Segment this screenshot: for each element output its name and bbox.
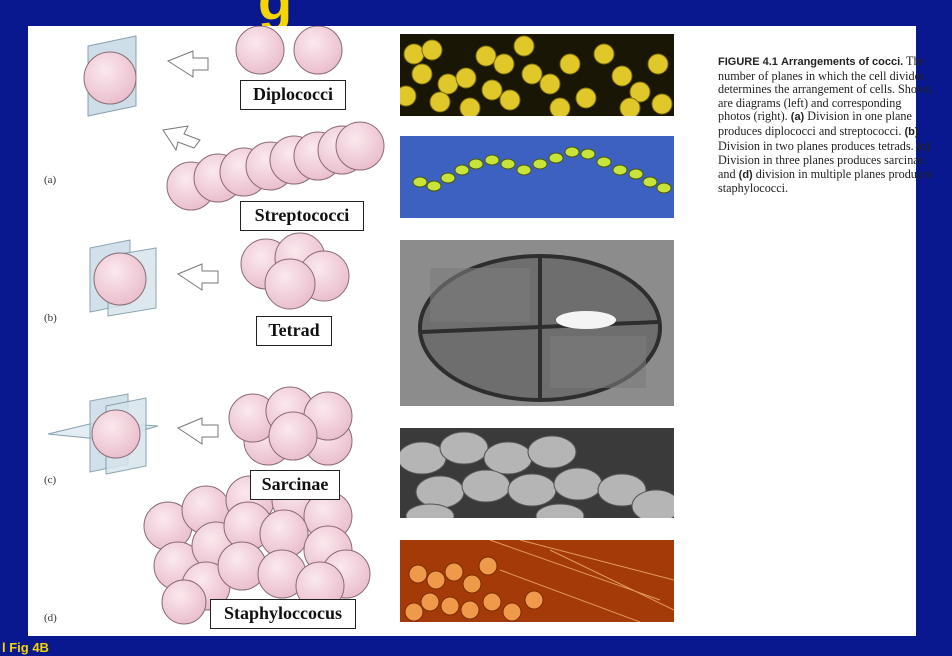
streptococci-label: Streptococci bbox=[240, 201, 364, 231]
cocci-diagrams bbox=[28, 26, 388, 636]
caption-tag-d: (d) bbox=[739, 169, 753, 181]
tetrad-label: Tetrad bbox=[256, 316, 332, 346]
sarcinae-photo bbox=[400, 428, 674, 518]
caption-heading: Arrangements of cocci. bbox=[781, 56, 903, 68]
diplococci-photo bbox=[400, 34, 674, 116]
staphylococcus-label: Staphyloccocus bbox=[210, 599, 356, 629]
panel-letter-a: (a) bbox=[44, 174, 56, 186]
arrow-icon bbox=[163, 126, 200, 150]
tetrad-photo bbox=[400, 240, 674, 406]
caption-text-b: Division in two planes produces tetrads. bbox=[718, 139, 914, 153]
caption-tag-a: (a) bbox=[791, 111, 804, 123]
caption-tag-b: (b) bbox=[904, 126, 918, 138]
caption-tag-c: (c) bbox=[917, 141, 930, 153]
figure-caption: FIGURE 4.1 Arrangements of cocci. The nu… bbox=[718, 55, 933, 196]
staphylococcus-photo bbox=[400, 540, 674, 622]
slide-title: g bbox=[258, 0, 292, 26]
panel-letter-c: (c) bbox=[44, 474, 56, 486]
figure-panel: (a) (b) (c) (d) Diplococci Streptococci … bbox=[28, 26, 916, 636]
sarcinae-division-diagram bbox=[48, 387, 352, 474]
figure-number: FIGURE 4.1 bbox=[718, 56, 778, 68]
sarcinae-label: Sarcinae bbox=[250, 470, 340, 500]
tetrad-division-diagram bbox=[90, 233, 349, 316]
streptococci-chain-diagram bbox=[167, 122, 384, 210]
diplococci-label: Diplococci bbox=[240, 80, 346, 110]
panel-letter-d: (d) bbox=[44, 612, 57, 624]
panel-letter-b: (b) bbox=[44, 312, 57, 324]
streptococci-photo bbox=[400, 136, 674, 218]
slide-title-strip: g bbox=[0, 0, 952, 26]
footer-label: l Fig 4B bbox=[2, 640, 49, 655]
